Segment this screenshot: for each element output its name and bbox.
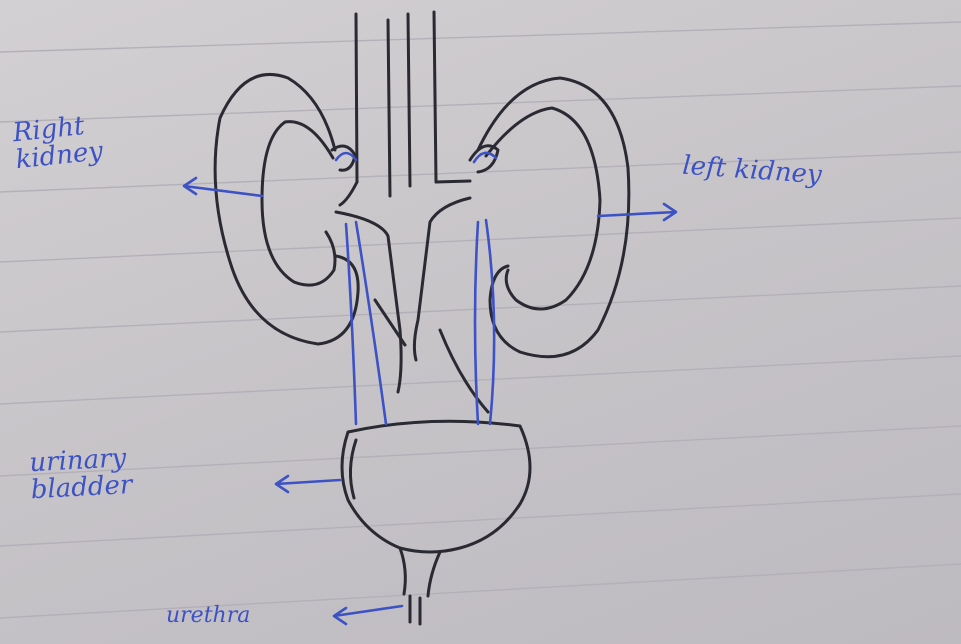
rule-line — [0, 494, 961, 546]
renal-junction-right — [436, 181, 470, 182]
rule-line — [0, 564, 961, 618]
rule-line — [0, 22, 961, 52]
aorta-inner — [388, 20, 390, 196]
vena-cava-inner — [434, 12, 436, 182]
right-kidney-inner[interactable] — [262, 122, 335, 285]
left-kidney-outline[interactable] — [478, 78, 629, 357]
right-kidney-arrow — [184, 178, 262, 196]
left-kidney-arrow — [598, 204, 676, 220]
bladder-inner-rim — [350, 440, 356, 498]
left-renal-hilum — [470, 146, 498, 172]
bladder-neck-left — [400, 548, 405, 594]
rule-line — [0, 356, 961, 404]
right-kidney-outline[interactable] — [215, 74, 358, 344]
urethra-label: urethra — [166, 604, 326, 627]
right-ureter[interactable] — [346, 224, 356, 424]
rule-line — [0, 286, 961, 332]
rule-line — [0, 218, 961, 262]
urethra-arrow — [334, 606, 402, 624]
bladder-arrow — [276, 476, 340, 492]
left-ureter[interactable] — [475, 222, 478, 424]
renal-junction-left — [340, 182, 357, 205]
iliac-branch — [440, 330, 488, 412]
bladder-neck-right — [428, 552, 440, 596]
left-kidney-inner[interactable] — [486, 108, 600, 309]
vena-cava — [408, 14, 410, 186]
urethra[interactable] — [410, 596, 420, 624]
urinary-bladder[interactable] — [342, 421, 530, 552]
left-ureter-2[interactable] — [486, 220, 494, 424]
right-ureter-2[interactable] — [356, 222, 386, 424]
